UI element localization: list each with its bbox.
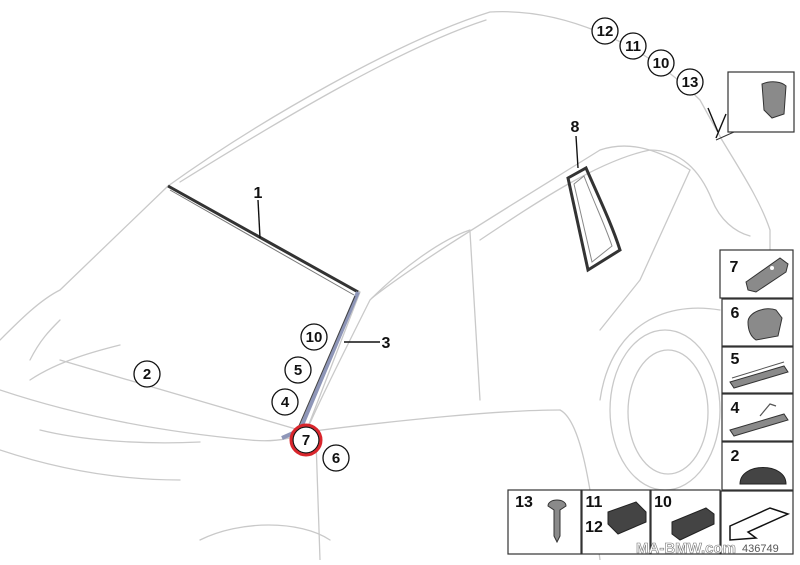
bottom-item-13[interactable]: 13	[507, 489, 582, 555]
svg-text:5: 5	[731, 351, 740, 368]
side-item-2[interactable]: 2	[721, 441, 794, 491]
side-item-4[interactable]: 4	[721, 393, 794, 442]
callout-10-roof: 10	[647, 49, 675, 77]
pad-11-12-icon	[607, 501, 647, 535]
svg-text:11: 11	[625, 38, 641, 55]
trim-clip-9-icon	[761, 81, 787, 119]
svg-text:4: 4	[731, 400, 740, 417]
strip-5-icon	[729, 365, 789, 389]
callout-12: 12	[591, 17, 619, 45]
bottom-item-10[interactable]: 10	[650, 489, 721, 555]
callout-3: 3	[382, 335, 391, 352]
car-outline	[0, 11, 771, 561]
cover-cap-7-icon	[745, 257, 789, 293]
reference-number: 436749	[742, 543, 779, 555]
quarter-window-frame-part	[566, 165, 622, 273]
svg-text:6: 6	[332, 450, 340, 467]
svg-text:2: 2	[143, 366, 151, 383]
part-9-box[interactable]	[715, 71, 795, 141]
side-item-6[interactable]: 6	[721, 298, 794, 347]
svg-text:10: 10	[654, 494, 672, 511]
windshield-moulding-part	[167, 184, 359, 294]
callout-7-highlighted: 7	[289, 423, 323, 457]
svg-text:12: 12	[597, 23, 614, 40]
svg-text:10: 10	[306, 329, 323, 346]
bottom-row: 13 11 12 10	[507, 489, 794, 555]
bottom-item-11-12[interactable]: 11 12	[581, 489, 651, 555]
svg-text:11: 11	[586, 494, 603, 511]
callout-13: 13	[676, 68, 704, 96]
callout-10: 10	[300, 323, 328, 351]
callout-5: 5	[284, 356, 312, 384]
svg-text:10: 10	[653, 55, 670, 72]
screw-13-icon	[547, 499, 567, 544]
svg-text:5: 5	[294, 362, 302, 379]
cap-6-icon	[747, 308, 783, 341]
svg-text:7: 7	[302, 432, 310, 449]
callout-11: 11	[619, 32, 647, 60]
svg-text:13: 13	[515, 494, 533, 511]
svg-text:4: 4	[281, 394, 290, 411]
svg-text:6: 6	[731, 305, 740, 322]
svg-text:2: 2	[731, 448, 740, 465]
arrow-icon	[729, 507, 791, 541]
side-panel: 7 6 5 4 2	[719, 249, 794, 491]
svg-text:13: 13	[682, 74, 699, 91]
callout-8: 8	[571, 119, 580, 136]
side-item-7[interactable]: 7	[719, 249, 794, 299]
arrow-box[interactable]	[720, 490, 794, 555]
svg-text:12: 12	[585, 519, 603, 536]
watermark: MA-BMW.com	[636, 540, 736, 557]
dome-2-icon	[739, 467, 787, 485]
callout-4: 4	[271, 388, 299, 416]
strip-4-icon	[729, 413, 789, 437]
side-item-5[interactable]: 5	[721, 346, 794, 394]
callout-2: 2	[133, 360, 161, 388]
callout-6: 6	[322, 444, 350, 472]
svg-text:7: 7	[730, 259, 739, 276]
callout-1: 1	[254, 185, 263, 202]
pad-10-icon	[671, 507, 715, 541]
